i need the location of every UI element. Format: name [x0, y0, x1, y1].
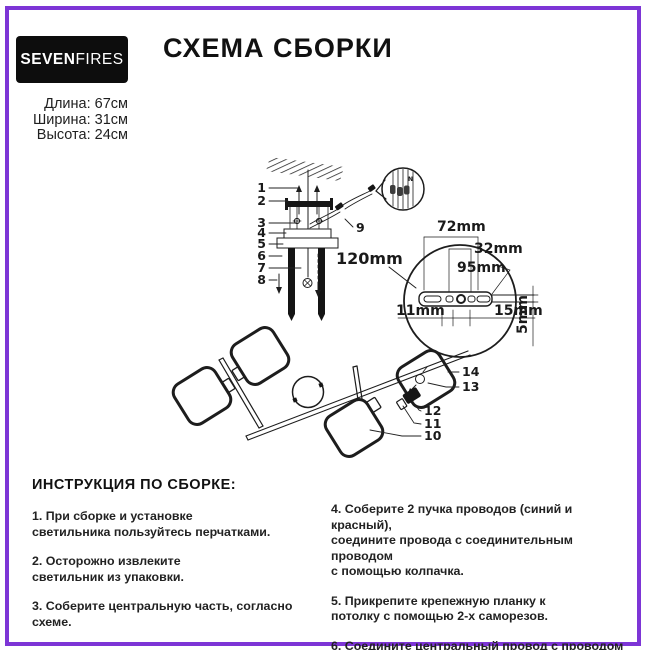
- part-number-14: 14: [462, 364, 480, 379]
- brand-name-light: FIRES: [75, 50, 124, 68]
- part-number-7: 7: [257, 260, 266, 275]
- instruction-step-6: 6. Соедините центральный провод с провод…: [331, 638, 624, 650]
- dimensions-block: Длина: 67см Ширина: 31см Высота: 24см: [0, 96, 128, 144]
- instruction-step-1: 1. При сборке и установке светильника по…: [32, 509, 271, 539]
- part-number-9: 9: [356, 220, 365, 235]
- lamp-shade: [323, 398, 385, 458]
- instructions-heading: ИНСТРУКЦИЯ ПО СБОРКЕ:: [32, 477, 237, 493]
- ceiling-hatch: [266, 157, 344, 181]
- instruction-step-5: 5. Прикрепите крепежную планку к потолку…: [331, 593, 548, 624]
- part-number-5: 5: [257, 236, 266, 251]
- measurement-95mm: 95mm: [457, 260, 506, 276]
- spec-length: Длина: 67см: [44, 96, 128, 112]
- measurement-15mm: 15mm: [494, 303, 543, 319]
- part-callouts-1-9: [268, 187, 354, 281]
- mounting-plate-detail: 72mm 32mm 95mm 11mm 15mm 5mm: [388, 219, 543, 358]
- measurement-72mm: 72mm: [437, 219, 486, 235]
- part-number-8: 8: [257, 272, 266, 287]
- part-number-3: 3: [257, 215, 266, 230]
- part-number-6: 6: [257, 248, 266, 263]
- instruction-step-3: 3. Соберите центральную часть, согласно …: [32, 599, 293, 629]
- lamp-shade: [171, 366, 233, 426]
- spec-width: Ширина: 31см: [32, 111, 128, 128]
- lamp-shade: [229, 326, 291, 386]
- instructions-left-column: 1. При сборке и установке светильника по…: [32, 509, 334, 644]
- part-number-4: 4: [257, 225, 266, 240]
- instruction-step-2: 2. Осторожно извлеките светильник из упа…: [32, 554, 184, 584]
- measurement-120mm: 120mm: [336, 249, 403, 268]
- part-callouts-10-14: [369, 371, 460, 437]
- measurement-11mm: 11mm: [396, 303, 445, 319]
- fixture-assembly: [171, 326, 471, 458]
- page-title: СХЕМА СБОРКИ: [163, 33, 393, 63]
- ceiling-mount-detail: [266, 157, 376, 321]
- brand-name-bold: SEVEN: [20, 50, 76, 68]
- instructions-right-column: 4. Соберите 2 пучка проводов (синий и кр…: [331, 502, 633, 650]
- part-number-1: 1: [257, 180, 266, 195]
- spec-height: Высота: 24см: [36, 127, 128, 143]
- part-number-12: 12: [424, 403, 441, 418]
- part-number-11: 11: [424, 416, 441, 431]
- measurement-5mm: 5mm: [515, 295, 531, 334]
- measurement-32mm: 32mm: [474, 241, 523, 257]
- wire-connector-balloon: N: [375, 167, 425, 211]
- part-number-10: 10: [424, 428, 442, 443]
- part-number-13: 13: [462, 379, 479, 394]
- part-number-2: 2: [257, 193, 266, 208]
- instruction-step-4: 4. Соберите 2 пучка проводов (синий и кр…: [331, 502, 573, 578]
- balloon-n-label: N: [408, 176, 413, 183]
